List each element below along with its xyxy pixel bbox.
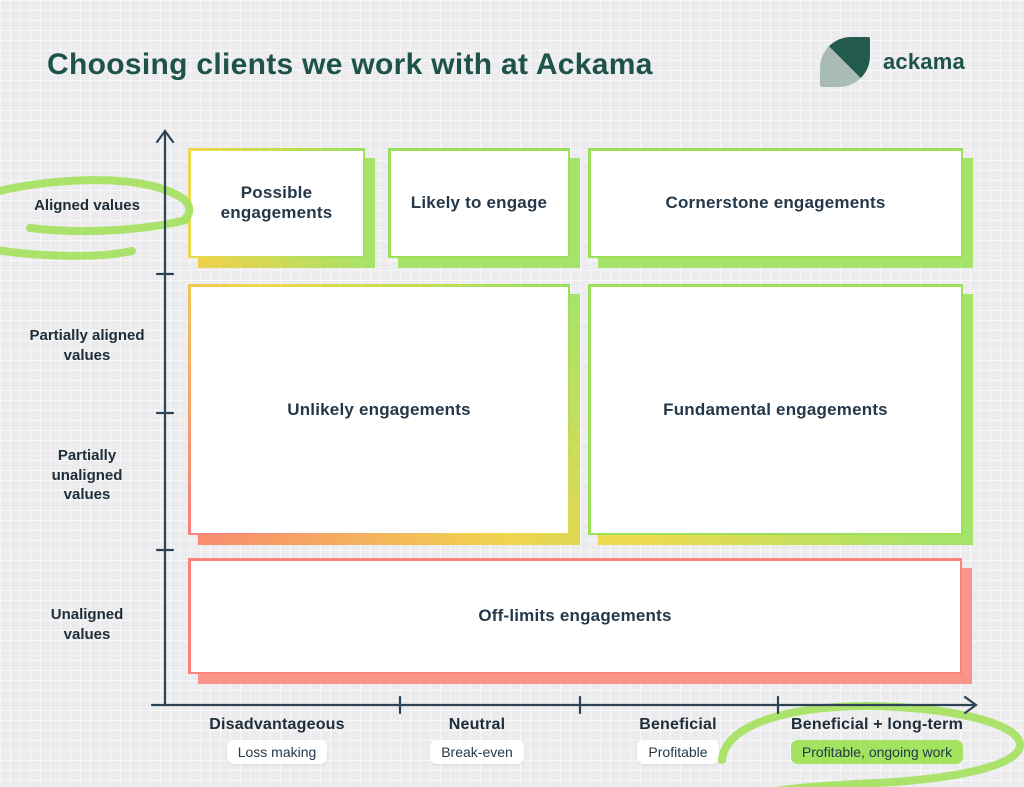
x-category-label: Neutral xyxy=(448,716,506,733)
box-border: Unlikely engagements xyxy=(188,284,570,535)
x-category-tag: Profitable xyxy=(637,740,719,764)
box-label: Cornerstone engagements xyxy=(665,193,886,212)
x-category-beneficial: Beneficial Profitable xyxy=(568,716,788,764)
x-category-disadvantageous: Disadvantageous Loss making xyxy=(167,716,387,764)
x-category-label: Beneficial xyxy=(639,716,717,733)
x-axis-arrow-icon xyxy=(963,695,978,715)
brand-name: ackama xyxy=(883,49,965,74)
x-category-tag: Loss making xyxy=(226,740,328,764)
box-label: Off-limits engagements xyxy=(478,606,672,625)
box-possible-engagements: Possible engagements xyxy=(188,148,375,268)
y-label-unaligned-values: Unaligned values xyxy=(50,606,124,643)
x-category-label: Disadvantageous xyxy=(209,716,345,733)
highlight-circle-aligned-values-bottom xyxy=(26,216,190,236)
x-category-label: Beneficial + long-term xyxy=(791,716,963,733)
box-label: Possible engagements xyxy=(220,183,333,222)
leaf-icon xyxy=(820,37,870,87)
box-border: Off-limits engagements xyxy=(188,558,962,674)
box-unlikely-engagements: Unlikely engagements xyxy=(188,284,580,545)
box-border: Possible engagements xyxy=(188,148,365,258)
x-category-tag-highlighted: Profitable, ongoing work xyxy=(790,740,964,764)
box-cornerstone-engagements: Cornerstone engagements xyxy=(588,148,973,268)
highlight-swoosh-aligned-values xyxy=(0,246,136,260)
box-off-limits-engagements: Off-limits engagements xyxy=(188,558,972,684)
box-label: Likely to engage xyxy=(410,193,548,212)
y-label-partially-unaligned-values: Partially unaligned values xyxy=(51,447,123,503)
box-label: Fundamental engagements xyxy=(663,399,888,419)
box-border: Fundamental engagements xyxy=(588,284,963,535)
y-label-partially-aligned-values: Partially aligned values xyxy=(29,327,145,364)
box-border: Cornerstone engagements xyxy=(588,148,963,258)
y-axis-arrow-icon xyxy=(155,129,175,144)
box-border: Likely to engage xyxy=(388,148,570,258)
box-likely-to-engage: Likely to engage xyxy=(388,148,580,268)
page-title: Choosing clients we work with at Ackama xyxy=(47,48,653,81)
x-category-beneficial-long-term: Beneficial + long-term Profitable, ongoi… xyxy=(757,716,997,764)
x-category-tag: Break-even xyxy=(430,740,524,764)
y-label-aligned-values: Aligned values xyxy=(34,197,140,214)
ackama-logo: ackama xyxy=(820,37,965,87)
x-category-neutral: Neutral Break-even xyxy=(367,716,587,764)
box-fundamental-engagements: Fundamental engagements xyxy=(588,284,973,545)
box-label: Unlikely engagements xyxy=(287,399,471,419)
